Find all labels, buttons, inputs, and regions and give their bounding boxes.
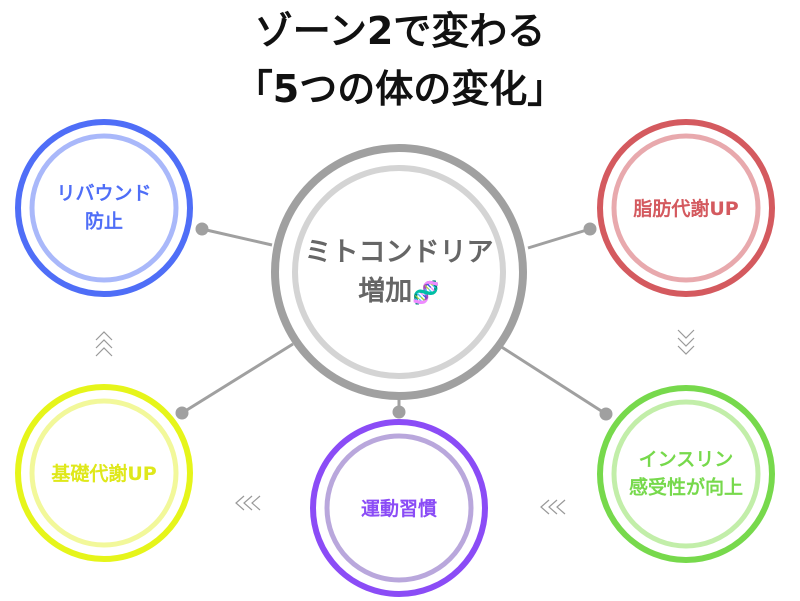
dna-icon: 🧬 xyxy=(412,281,440,306)
center-outer-ring xyxy=(271,144,527,400)
connector-dot xyxy=(599,407,613,421)
connector-dot xyxy=(392,405,406,419)
chevron-left-icon xyxy=(540,499,566,515)
title-line-1: ゾーン2で変わる xyxy=(254,9,546,53)
node-line-2: 感受性が向上 xyxy=(628,476,744,498)
connector-yellow xyxy=(181,342,294,415)
title-line-2: 「5つの体の変化」 xyxy=(234,67,566,111)
node-line-1: 基礎代謝UP xyxy=(51,463,157,486)
connector-blue xyxy=(201,227,273,247)
node-rebound: リバウンド 防止 xyxy=(56,180,151,235)
center-line-1: ミトコンドリア xyxy=(304,236,494,268)
node-basal-metabolism: 基礎代謝UP xyxy=(51,461,156,489)
node-line-2: 防止 xyxy=(84,210,124,232)
node-insulin: インスリン 感受性が向上 xyxy=(629,446,743,501)
connector-dot xyxy=(175,406,189,420)
node-fat-metabolism: 脂肪代謝UP xyxy=(633,196,738,224)
center-inner-ring xyxy=(292,165,506,379)
connector-green xyxy=(499,344,607,416)
center-line-2: 増加 xyxy=(358,276,413,307)
node-line-1: インスリン xyxy=(638,448,734,471)
center-label: ミトコンドリア 増加🧬 xyxy=(305,233,494,311)
node-line-1: リバウンド xyxy=(56,182,152,205)
chevron-down-icon xyxy=(677,329,695,355)
connector-dot xyxy=(195,222,209,236)
connector-dot xyxy=(583,222,597,236)
node-exercise-habit: 運動習慣 xyxy=(361,496,437,524)
node-line-1: 運動習慣 xyxy=(360,498,438,521)
connector-red xyxy=(527,227,591,250)
chevron-left-icon xyxy=(235,495,261,511)
chevron-up-icon xyxy=(95,331,113,357)
node-line-1: 脂肪代謝UP xyxy=(633,198,739,221)
